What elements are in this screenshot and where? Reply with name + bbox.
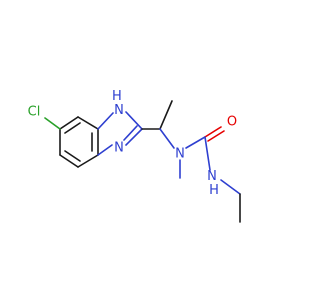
chlorine-label: Cl <box>28 105 41 120</box>
bond-inner-1 <box>64 122 81 134</box>
imidazole-n-label-part: N <box>114 103 124 118</box>
amide-n-label: N <box>175 147 185 162</box>
bond-c2-c3 <box>77 116 99 130</box>
imidazole-n-label: N <box>114 141 124 156</box>
bond-nh-c2 <box>125 111 143 130</box>
bond-inner-3 <box>64 150 81 162</box>
bond-n-c2-double <box>123 125 138 141</box>
bond-c5-c6 <box>59 154 79 168</box>
bond-ch-amide-n <box>159 128 175 149</box>
urea-n-label-part: N <box>207 169 217 184</box>
urea-h-label: H <box>209 183 219 198</box>
bond-carbonyl-o-2 <box>207 130 225 142</box>
bond-ch-methyl <box>159 100 173 130</box>
bond-nh-ethyl <box>220 179 241 195</box>
bond-c3-nh <box>97 112 114 130</box>
bond-c4-n <box>97 144 113 156</box>
bond-n-c2 <box>125 128 143 146</box>
bond-amide-n-carbonyl <box>185 136 206 149</box>
carbonyl-oxygen-label: O <box>227 115 237 130</box>
bond-carbonyl-nh <box>204 136 211 171</box>
bond-carbonyl-o-1 <box>204 126 222 138</box>
urea-nh-label: N H <box>207 169 221 198</box>
imidazole-nh-label: H N <box>112 89 126 118</box>
bond-c-cl <box>44 117 61 130</box>
molecule-structure: Cl H N N N N H O <box>28 89 241 223</box>
bond-c1-c2 <box>59 116 79 130</box>
bond-c4-c5 <box>77 154 99 168</box>
imidazole-h-label: H <box>112 89 122 104</box>
